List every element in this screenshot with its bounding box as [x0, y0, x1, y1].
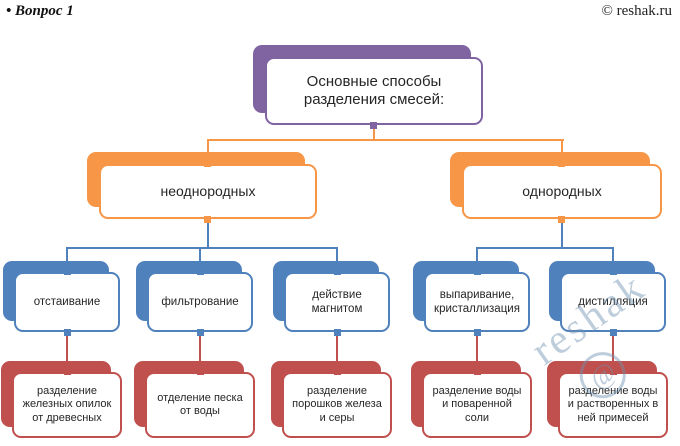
branch-node-label: однородных [522, 182, 602, 199]
connector-line [66, 247, 338, 249]
method-node-label: дистилляция [578, 295, 648, 308]
example-node-filtration: отделение песка от воды [134, 361, 255, 438]
method-node-magnet: действие магнитом [273, 261, 390, 332]
method-node-label: фильтрование [161, 295, 239, 308]
connector-line [476, 332, 478, 372]
connector-line [612, 332, 614, 372]
connector-dot [64, 368, 71, 375]
connector-dot [474, 329, 481, 336]
branch-node-label: неоднородных [160, 182, 256, 199]
connector-dot [197, 329, 204, 336]
root-node: Основные способы разделения смесей: [253, 45, 483, 125]
connector-dot [474, 268, 481, 275]
connector-dot [334, 268, 341, 275]
example-node-label: разделение воды и растворенных в ней при… [567, 384, 659, 424]
connector-line [476, 249, 478, 272]
method-node-settling: отстаивание [3, 261, 120, 332]
connector-dot [370, 122, 377, 129]
connector-dot [334, 329, 341, 336]
method-node-filtration: фильтрование [136, 261, 253, 332]
connector-dot [64, 329, 71, 336]
connector-dot [197, 268, 204, 275]
question-label: • Вопрос 1 [6, 3, 74, 19]
connector-line [199, 249, 201, 272]
connector-line [207, 219, 209, 249]
method-node-label: выпаривание, кристаллизация [434, 288, 520, 315]
connector-line [561, 219, 563, 249]
connector-line [207, 139, 564, 141]
connector-dot [334, 368, 341, 375]
method-node-evaporation: выпаривание, кристаллизация [413, 261, 530, 332]
connector-dot [610, 368, 617, 375]
connector-dot [558, 160, 565, 167]
connector-dot [64, 268, 71, 275]
example-node-settling: разделение железных опилок от древесных [1, 361, 122, 438]
connector-dot [197, 368, 204, 375]
method-node-label: отстаивание [33, 295, 101, 308]
connector-line [373, 125, 375, 141]
example-node-label: отделение песка от воды [157, 391, 243, 417]
copyright-label: © reshak.ru [601, 3, 672, 19]
method-node-label: действие магнитом [311, 288, 363, 315]
example-node-magnet: разделение порошков железа и серы [271, 361, 392, 438]
connector-line [66, 332, 68, 372]
connector-dot [610, 268, 617, 275]
example-node-label: разделение железных опилок от древесных [22, 384, 112, 424]
connector-dot [558, 216, 565, 223]
example-node-label: разделение воды и поваренной соли [432, 384, 522, 424]
branch-node-heterogeneous: неоднородных [87, 152, 317, 219]
connector-line [476, 247, 614, 249]
example-node-evaporation: разделение воды и поваренной соли [411, 361, 532, 438]
branch-node-homogeneous: однородных [450, 152, 662, 219]
method-node-distillation: дистилляция [549, 261, 666, 332]
connector-line [612, 249, 614, 272]
root-node-label: Основные способы разделения смесей: [303, 72, 445, 108]
connector-dot [204, 160, 211, 167]
connector-line [199, 332, 201, 372]
example-node-label: разделение порошков железа и серы [292, 384, 382, 424]
connector-line [336, 249, 338, 272]
connector-dot [204, 216, 211, 223]
connector-line [336, 332, 338, 372]
connector-dot [474, 368, 481, 375]
connector-line [66, 249, 68, 272]
example-node-distillation: разделение воды и растворенных в ней при… [547, 361, 668, 438]
connector-dot [610, 329, 617, 336]
